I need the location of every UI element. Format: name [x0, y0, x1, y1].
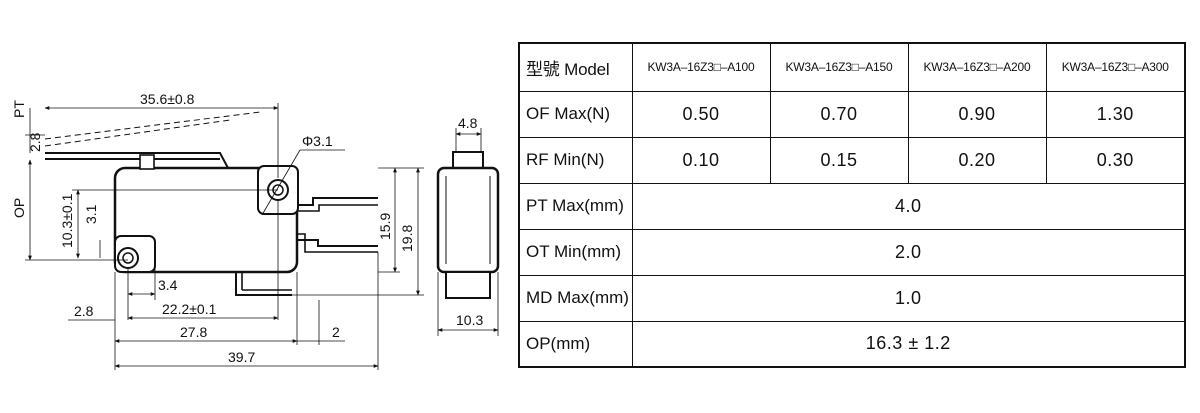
- dim-2-label: 2: [332, 324, 340, 340]
- switch-end-view: [436, 128, 500, 336]
- table-row: RF Min(N) 0.10 0.15 0.20 0.30: [518, 136, 1186, 184]
- table-row: MD Max(mm) 1.0: [518, 274, 1186, 322]
- height-terminal-label: 15.9: [377, 213, 393, 240]
- merged-value-cell: 1.0: [631, 274, 1186, 322]
- value-cell: 0.20: [907, 136, 1047, 184]
- technical-drawing: 35.6±0.8 PT 2.8 OP 10.3±0.1 3.1 Φ3.1 15.…: [11, 91, 500, 370]
- value-cell: 0.50: [631, 90, 771, 138]
- spec-table: 型號 Model KW3A–16Z3□–A100 KW3A–16Z3□–A150…: [518, 42, 1186, 368]
- value-cell: 0.30: [1045, 136, 1186, 184]
- row-label: PT Max(mm): [518, 182, 633, 230]
- dimension-lines: [25, 103, 424, 370]
- switch-body: [113, 166, 299, 274]
- end-view-top-width: 4.8: [458, 115, 478, 131]
- value-cell: 0.10: [631, 136, 771, 184]
- model-name-cell: KW3A–16Z3□–A150: [769, 42, 909, 92]
- dim-27-8-label: 27.8: [180, 324, 207, 340]
- hole-diameter-label: Φ3.1: [302, 133, 333, 149]
- pt-value-label: 2.8: [27, 132, 43, 152]
- value-cell: 0.70: [769, 90, 909, 138]
- value-cell: 0.15: [769, 136, 909, 184]
- offset-small-label: 3.1: [83, 204, 99, 224]
- row-label: MD Max(mm): [518, 274, 633, 322]
- op-label: OP: [11, 198, 27, 218]
- merged-value-cell: 16.3 ± 1.2: [631, 320, 1186, 368]
- end-view-bottom-width: 10.3: [456, 312, 483, 328]
- end-view-body: [436, 166, 500, 274]
- terminal-upper: [297, 197, 378, 206]
- model-name-cell: KW3A–16Z3□–A300: [1045, 42, 1186, 92]
- plunger: [139, 154, 155, 170]
- value-cell: 1.30: [1045, 90, 1186, 138]
- model-name-cell: KW3A–16Z3□–A100: [631, 42, 771, 92]
- model-header-label: 型號 Model: [518, 42, 633, 92]
- row-label: RF Min(N): [518, 136, 633, 184]
- dim-3-4-label: 3.4: [158, 277, 178, 293]
- length-top-label: 35.6±0.8: [140, 91, 195, 107]
- row-label: OT Min(mm): [518, 228, 633, 276]
- dim-39-7-label: 39.7: [228, 349, 255, 365]
- side-view-labels: 35.6±0.8 PT 2.8 OP 10.3±0.1 3.1 Φ3.1 15.…: [11, 91, 415, 365]
- merged-value-cell: 4.0: [631, 182, 1186, 230]
- pt-label: PT: [11, 100, 27, 118]
- value-cell: 0.90: [907, 90, 1047, 138]
- table-row: OP(mm) 16.3 ± 1.2: [518, 320, 1186, 368]
- height-left-label: 10.3±0.1: [59, 193, 75, 248]
- table-row: OF Max(N) 0.50 0.70 0.90 1.30: [518, 90, 1186, 138]
- dim-2-8-label: 2.8: [74, 303, 94, 319]
- row-label: OF Max(N): [518, 90, 633, 138]
- lever-free-position: [44, 111, 261, 140]
- terminal-middle: [297, 239, 378, 247]
- terminal-lower: [235, 272, 292, 296]
- table-row: OT Min(mm) 2.0: [518, 228, 1186, 276]
- height-total-label: 19.8: [399, 225, 415, 252]
- row-label: OP(mm): [518, 320, 633, 368]
- lever-arm: [45, 152, 229, 169]
- dim-22-2-label: 22.2±0.1: [162, 301, 217, 317]
- table-row: PT Max(mm) 4.0: [518, 182, 1186, 230]
- table-header-row: 型號 Model KW3A–16Z3□–A100 KW3A–16Z3□–A150…: [518, 42, 1186, 92]
- merged-value-cell: 2.0: [631, 228, 1186, 276]
- model-name-cell: KW3A–16Z3□–A200: [907, 42, 1047, 92]
